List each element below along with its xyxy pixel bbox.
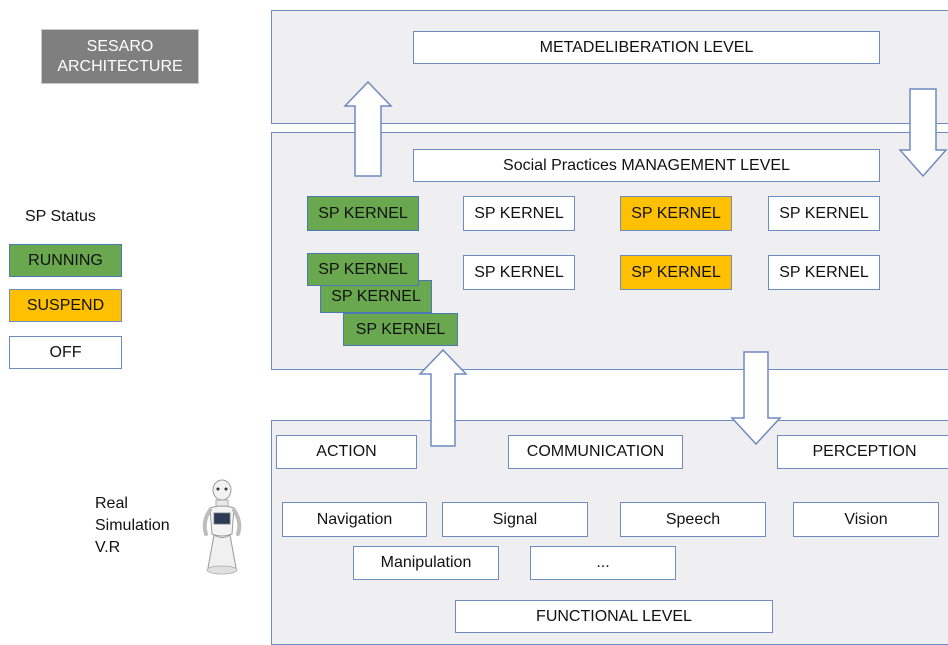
module-vision: Vision xyxy=(793,502,939,537)
sp-kernel-r2c4: SP KERNEL xyxy=(768,255,880,290)
module-more: ... xyxy=(530,546,676,580)
category-communication: COMMUNICATION xyxy=(508,435,683,469)
arrow-down-from-metadeliberation xyxy=(898,88,948,178)
module-signal: Signal xyxy=(442,502,588,537)
module-manipulation: Manipulation xyxy=(353,546,499,580)
legend-suspend: SUSPEND xyxy=(9,289,122,322)
sp-kernel-r1c2: SP KERNEL xyxy=(463,196,575,231)
category-action: ACTION xyxy=(276,435,417,469)
sp-kernel-stack-1: SP KERNEL xyxy=(307,253,419,286)
robot-icon xyxy=(202,479,242,575)
robot-label-line1: Real xyxy=(95,495,128,512)
legend-running: RUNNING xyxy=(9,244,122,277)
arrow-up-to-management xyxy=(418,348,468,447)
sp-kernel-r1c1: SP KERNEL xyxy=(307,196,419,231)
module-navigation: Navigation xyxy=(282,502,427,537)
robot-label: Real Simulation V.R xyxy=(95,493,170,559)
architecture-title-line2: ARCHITECTURE xyxy=(57,57,183,75)
sp-kernel-r2c3: SP KERNEL xyxy=(620,255,732,290)
robot-label-line3: V.R xyxy=(95,539,121,556)
robot-label-line2: Simulation xyxy=(95,517,170,534)
architecture-title-line1: SESARO xyxy=(86,37,154,55)
legend-off: OFF xyxy=(9,336,122,369)
sp-kernel-r1c4: SP KERNEL xyxy=(768,196,880,231)
sp-kernel-r1c3: SP KERNEL xyxy=(620,196,732,231)
architecture-title: SESARO ARCHITECTURE xyxy=(41,29,199,84)
arrow-down-to-functional xyxy=(730,351,782,446)
category-perception: PERCEPTION xyxy=(777,435,948,469)
arrow-up-to-metadeliberation xyxy=(343,80,393,177)
functional-level-box: FUNCTIONAL LEVEL xyxy=(455,600,773,633)
metadeliberation-level-box: METADELIBERATION LEVEL xyxy=(413,31,880,64)
module-speech: Speech xyxy=(620,502,766,537)
management-level-box: Social Practices MANAGEMENT LEVEL xyxy=(413,149,880,182)
sp-kernel-r2c2: SP KERNEL xyxy=(463,255,575,290)
legend-heading: SP Status xyxy=(25,208,96,225)
sp-kernel-stack-3: SP KERNEL xyxy=(343,313,458,346)
